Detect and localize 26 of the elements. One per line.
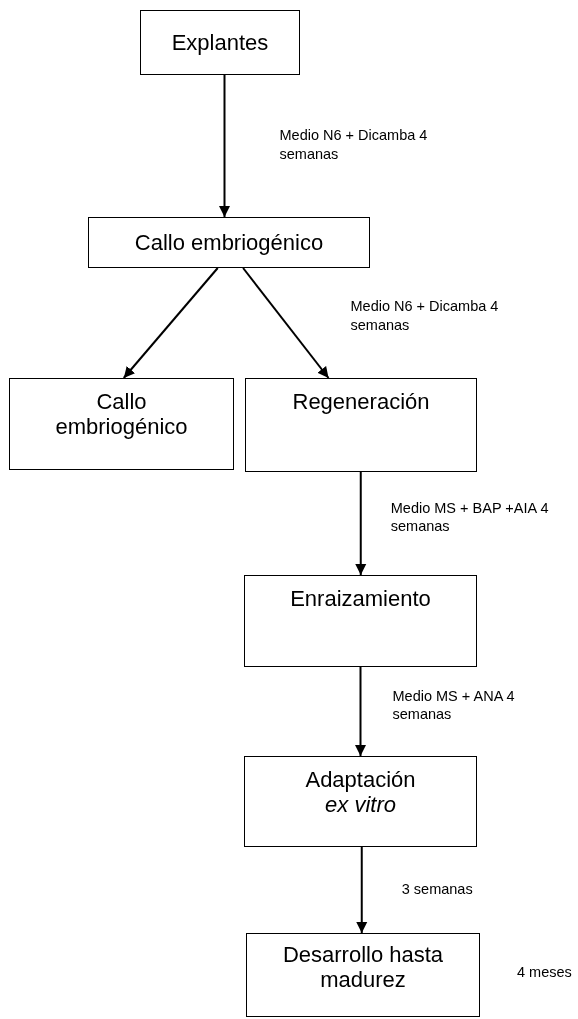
process-box <box>88 217 370 268</box>
duration-note: 4 meses <box>517 963 572 982</box>
arrow <box>355 666 366 757</box>
edge-label: Medio N6 + Dicamba 4 semanas <box>350 297 500 335</box>
step-label: Desarrollo hasta madurez <box>281 942 445 993</box>
edge-label: 3 semanas <box>401 880 474 899</box>
edge-label: Medio MS + BAP +AIA 4 semanas <box>390 498 550 537</box>
arrow <box>356 846 368 934</box>
arrow <box>242 267 330 379</box>
process-box <box>244 756 477 847</box>
process-box <box>246 933 480 1017</box>
step-label: Explantes <box>171 29 269 56</box>
step-label: Enraizamiento <box>290 586 431 612</box>
process-box <box>244 575 477 667</box>
arrow <box>219 74 230 218</box>
edge-label: Medio N6 + Dicamba 4 semanas <box>279 126 429 164</box>
process-box <box>245 378 477 472</box>
arrow <box>355 471 367 576</box>
process-box <box>9 378 234 470</box>
process-box <box>140 10 300 75</box>
step-label: Regeneración <box>292 389 430 415</box>
step-label: Callo embriogénico <box>134 229 324 256</box>
edge-label: Medio MS + ANA 4 semanas <box>392 686 516 725</box>
step-label: Callo embriogénico <box>54 389 189 440</box>
step-label: Adaptación ex vitro <box>304 767 417 818</box>
arrow <box>122 267 219 379</box>
